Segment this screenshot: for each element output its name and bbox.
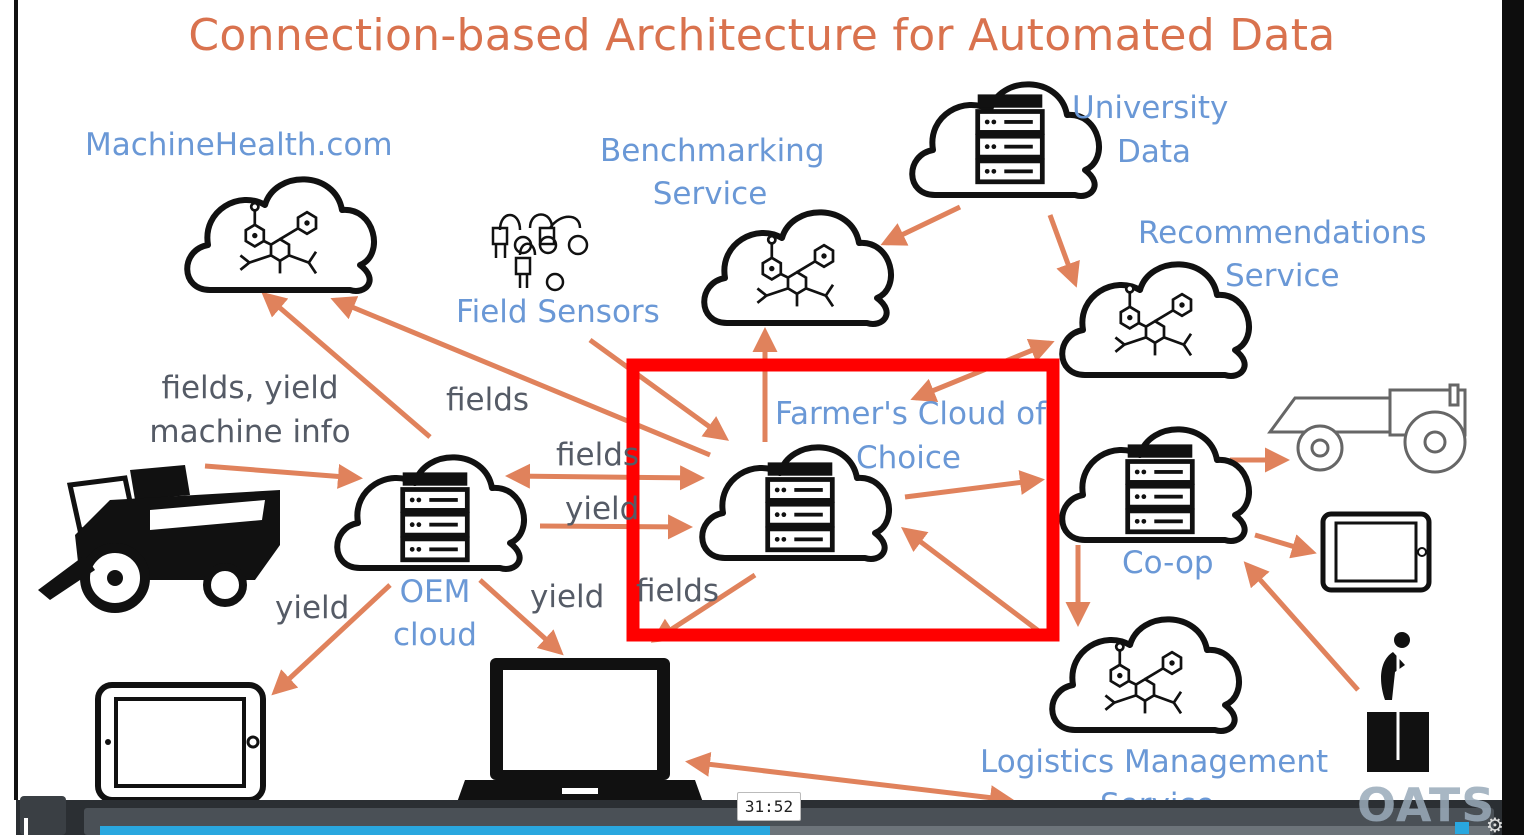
field-sensors-icon	[491, 213, 589, 292]
label-machine-info: machine info	[149, 414, 351, 450]
cloud-benchmarking	[704, 212, 891, 324]
label-logistics-line1: Logistics Management	[980, 744, 1329, 780]
label-recommendations-line2: Service	[1225, 258, 1340, 294]
label-oem-line1: OEM	[399, 574, 471, 610]
cloud-university	[912, 84, 1099, 196]
volume-icon[interactable]	[1455, 822, 1469, 834]
cloud-logistics	[1052, 619, 1239, 731]
tractor-icon	[1267, 383, 1467, 474]
connection-arrows	[204, 204, 1360, 811]
cloud-recommendations	[1062, 264, 1249, 376]
frame-left-border	[14, 0, 18, 800]
label-yield-lower: yield	[530, 579, 605, 615]
label-yield-mid: yield	[565, 491, 640, 527]
label-benchmarking-line1: Benchmarking	[600, 133, 825, 169]
frame-left-margin	[0, 0, 16, 835]
label-university-line2: Data	[1117, 134, 1192, 170]
label-fields-lower: fields	[636, 573, 720, 609]
label-machinehealth: MachineHealth.com	[85, 127, 393, 163]
label-fields-mid: fields	[556, 437, 640, 473]
watermark-logo: OATS	[1357, 778, 1496, 832]
time-tooltip: 31:52	[737, 792, 801, 821]
label-recommendations-line1: Recommendations	[1138, 215, 1427, 251]
label-yield-left: yield	[275, 590, 350, 626]
tablet-icon-right	[1320, 511, 1432, 593]
soil-probe-person-icon	[1367, 632, 1429, 772]
cloud-oem	[337, 457, 524, 569]
pause-icon	[24, 818, 28, 835]
combine-harvester-icon	[38, 465, 280, 613]
slide-title: Connection-based Architecture for Automa…	[188, 10, 1336, 61]
gear-icon[interactable]: ⚙	[1486, 813, 1504, 837]
frame-right-border	[1502, 0, 1524, 835]
laptop-icon	[455, 658, 705, 808]
tablet-icon-left	[95, 682, 266, 803]
cloud-coop	[1062, 429, 1249, 541]
label-university-line1: University	[1072, 90, 1229, 126]
label-oem-line2: cloud	[393, 617, 477, 653]
label-field-sensors: Field Sensors	[456, 294, 660, 330]
progress-fill	[100, 826, 770, 835]
progress-remaining	[770, 826, 1490, 835]
label-farmers-cloud-line1: Farmer's Cloud of	[775, 396, 1047, 432]
label-farmers-cloud-line2: Choice	[856, 440, 961, 476]
slide-canvas	[18, 0, 1502, 808]
label-fields-upper: fields	[446, 382, 530, 418]
cloud-machinehealth	[187, 179, 374, 291]
label-fields-yield: fields, yield	[161, 370, 339, 406]
label-coop: Co-op	[1122, 545, 1214, 581]
label-benchmarking-line2: Service	[652, 176, 768, 212]
highlight-box	[626, 358, 1060, 642]
